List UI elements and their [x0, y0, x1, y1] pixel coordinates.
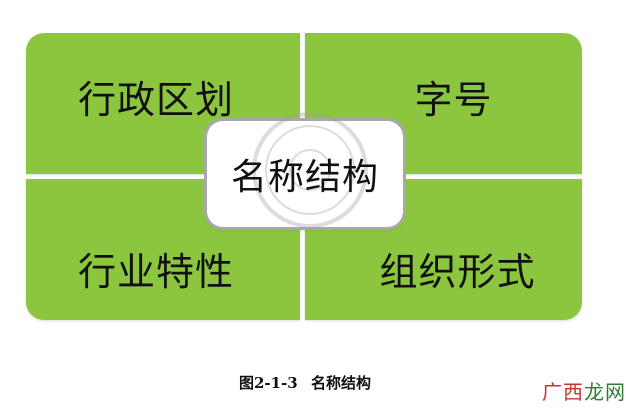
site-watermark-suffix: 龙网	[584, 380, 626, 404]
site-watermark: 广西龙网	[542, 376, 626, 405]
site-watermark-prefix: 广西	[542, 380, 584, 404]
quadrant-label: 行政区划	[77, 78, 234, 122]
caption-number: 图2-1-3	[238, 374, 298, 392]
watermark-seal-icon	[252, 112, 368, 228]
quadrant-bottom-left: 行业特性	[26, 179, 300, 320]
caption-title: 名称结构	[310, 374, 371, 392]
quadrant-top-left: 行政区划	[26, 33, 300, 174]
quadrant-label: 组织形式	[379, 250, 536, 294]
figure-caption: 图2-1-3 名称结构	[0, 372, 610, 393]
quadrant-label: 字号	[414, 78, 493, 122]
quadrant-label: 行业特性	[77, 250, 234, 294]
center-box: 名称结构	[207, 112, 403, 228]
center-label: 名称结构	[230, 157, 379, 198]
